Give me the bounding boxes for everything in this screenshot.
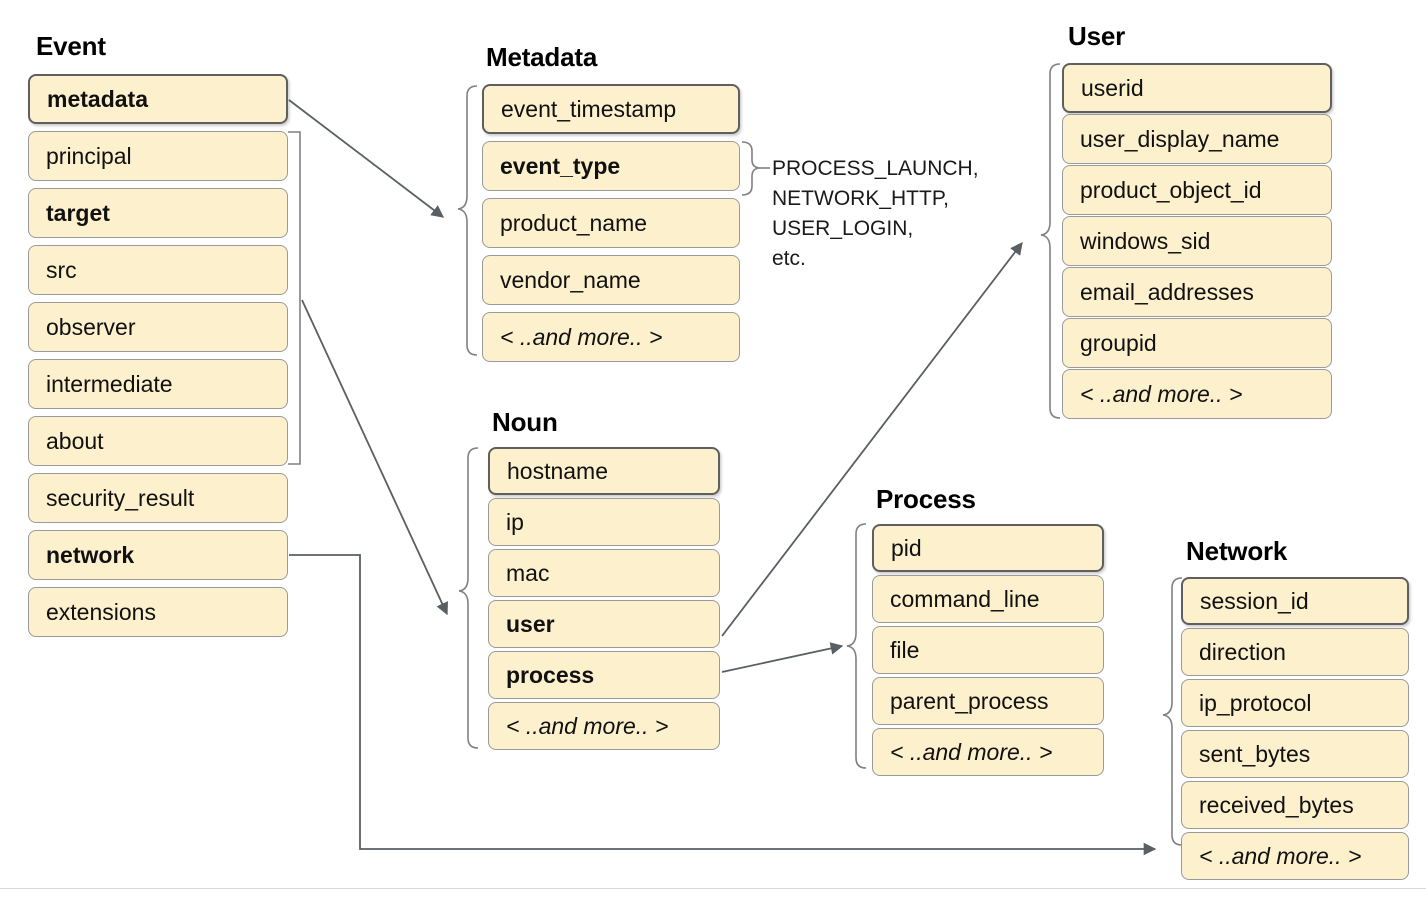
field-user-groupid[interactable]: groupid xyxy=(1062,318,1332,368)
field-event-target[interactable]: target xyxy=(28,188,288,238)
field-process-file[interactable]: file xyxy=(872,626,1104,674)
footer-divider xyxy=(0,888,1426,889)
field-event-extensions[interactable]: extensions xyxy=(28,587,288,637)
field-user-product-object-id[interactable]: product_object_id xyxy=(1062,165,1332,215)
field-noun-user[interactable]: user xyxy=(488,600,720,648)
field-network-direction[interactable]: direction xyxy=(1181,628,1409,676)
field-network-received-bytes[interactable]: received_bytes xyxy=(1181,781,1409,829)
field-noun-and-more[interactable]: < ..and more.. > xyxy=(488,702,720,750)
field-event-about[interactable]: about xyxy=(28,416,288,466)
field-event-network[interactable]: network xyxy=(28,530,288,580)
field-event-principal[interactable]: principal xyxy=(28,131,288,181)
field-metadata-vendor-name[interactable]: vendor_name xyxy=(482,255,740,305)
field-noun-process[interactable]: process xyxy=(488,651,720,699)
field-user-userid[interactable]: userid xyxy=(1062,63,1332,113)
group-title-network: Network xyxy=(1186,536,1288,566)
field-user-email-addresses[interactable]: email_addresses xyxy=(1062,267,1332,317)
field-event-observer[interactable]: observer xyxy=(28,302,288,352)
field-event-intermediate[interactable]: intermediate xyxy=(28,359,288,409)
edge-event-nouns-to-noun-group xyxy=(301,299,448,616)
field-metadata-and-more[interactable]: < ..and more.. > xyxy=(482,312,740,362)
group-title-event: Event xyxy=(36,31,106,61)
field-network-and-more[interactable]: < ..and more.. > xyxy=(1181,832,1409,880)
brace-metadata xyxy=(457,85,478,356)
field-process-pid[interactable]: pid xyxy=(872,524,1104,572)
field-user-and-more[interactable]: < ..and more.. > xyxy=(1062,369,1332,419)
field-network-ip-protocol[interactable]: ip_protocol xyxy=(1181,679,1409,727)
event-type-values-callout: PROCESS_LAUNCH, NETWORK_HTTP, USER_LOGIN… xyxy=(772,157,979,270)
field-metadata-product-name[interactable]: product_name xyxy=(482,198,740,248)
field-event-metadata[interactable]: metadata xyxy=(28,74,288,124)
brace-event-type-values xyxy=(741,141,760,196)
field-event-src[interactable]: src xyxy=(28,245,288,295)
brace-network xyxy=(1162,577,1183,846)
field-process-and-more[interactable]: < ..and more.. > xyxy=(872,728,1104,776)
bracket-event-nouns xyxy=(288,131,301,465)
edge-metadata-to-metadata-group xyxy=(288,99,445,218)
field-network-session-id[interactable]: session_id xyxy=(1181,577,1409,625)
field-metadata-event-timestamp[interactable]: event_timestamp xyxy=(482,84,740,134)
group-title-noun: Noun xyxy=(492,407,558,437)
field-noun-mac[interactable]: mac xyxy=(488,549,720,597)
field-noun-ip[interactable]: ip xyxy=(488,498,720,546)
field-event-security-result[interactable]: security_result xyxy=(28,473,288,523)
field-user-windows-sid[interactable]: windows_sid xyxy=(1062,216,1332,266)
brace-process xyxy=(846,523,867,769)
edge-noun-process-to-process-group xyxy=(721,642,844,673)
group-title-user: User xyxy=(1068,21,1126,51)
field-process-command-line[interactable]: command_line xyxy=(872,575,1104,623)
group-title-metadata: Metadata xyxy=(486,42,598,72)
brace-user xyxy=(1040,63,1061,419)
field-network-sent-bytes[interactable]: sent_bytes xyxy=(1181,730,1409,778)
field-noun-hostname[interactable]: hostname xyxy=(488,447,720,495)
group-title-process: Process xyxy=(876,484,976,514)
brace-noun xyxy=(458,447,479,749)
field-user-user-display-name[interactable]: user_display_name xyxy=(1062,114,1332,164)
field-process-parent-process[interactable]: parent_process xyxy=(872,677,1104,725)
field-metadata-event-type[interactable]: event_type xyxy=(482,141,740,191)
